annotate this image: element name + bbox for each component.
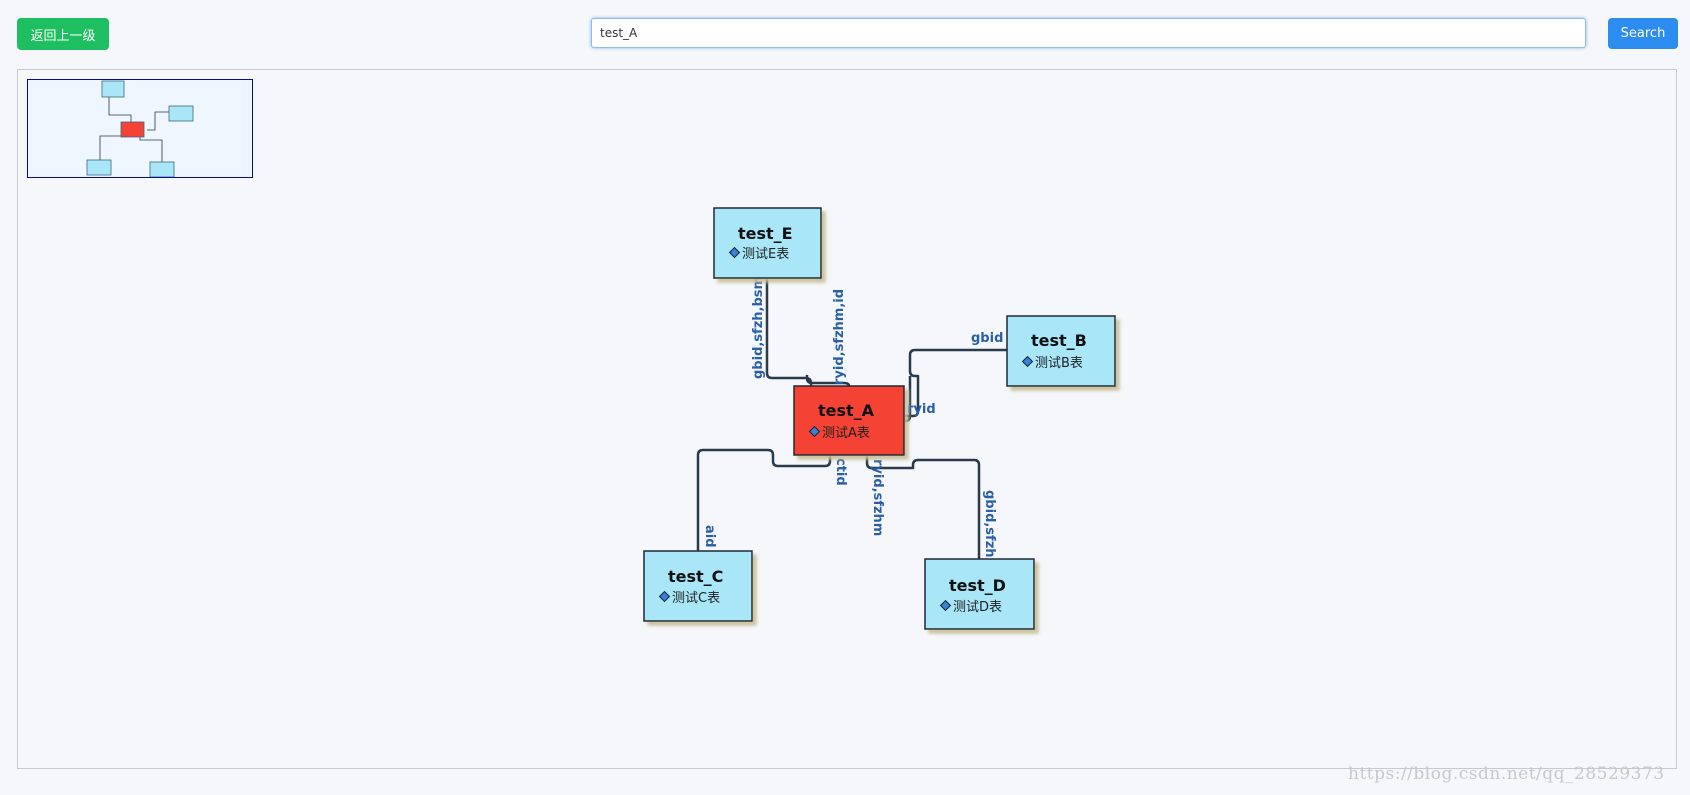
edge-label-e-a-1: gbid,sfzh,bsm	[751, 276, 766, 379]
diamond-icon	[658, 590, 671, 603]
edge-e-a-2	[805, 375, 851, 387]
search-input[interactable]	[591, 18, 1586, 48]
node-test-a[interactable]: test_A 测试A表	[793, 385, 905, 456]
diamond-icon	[808, 425, 821, 438]
diamond-icon	[939, 599, 952, 612]
edge-b-a-1	[904, 348, 1007, 418]
node-title: test_B	[1031, 331, 1087, 350]
search-button[interactable]: Search	[1608, 18, 1678, 49]
edge-label-c-a-1: aid	[702, 525, 717, 548]
diagram-canvas[interactable]: gbid,sfzh,bsm ryid,sfzhm,id gbid ryid ai…	[17, 69, 1677, 769]
node-subtitle: 测试C表	[672, 591, 720, 606]
node-subtitle: 测试A表	[822, 426, 870, 441]
node-subtitle: 测试B表	[1035, 356, 1083, 371]
edge-b-a-2	[903, 376, 912, 423]
minimap-graph	[86, 80, 194, 177]
edge-label-c-a-2: ctid	[833, 458, 848, 486]
watermark: https://blog.csdn.net/qq_28529373	[1348, 764, 1665, 784]
edge-d-a	[865, 455, 981, 559]
edge-label-d-a-1: ryid,sfzhm	[870, 459, 885, 536]
diamond-icon	[1021, 355, 1034, 368]
edge-label-b-a-1: gbid	[971, 331, 1003, 346]
node-title: test_C	[668, 567, 723, 586]
edge-e-a-1	[765, 278, 813, 386]
node-title: test_A	[818, 401, 875, 420]
node-subtitle: 测试E表	[742, 247, 789, 262]
node-subtitle: 测试D表	[953, 600, 1002, 615]
relationship-graph: gbid,sfzh,bsm ryid,sfzhm,id gbid ryid ai…	[643, 207, 1116, 630]
node-test-c[interactable]: test_C 测试C表	[643, 550, 753, 622]
back-button[interactable]: 返回上一级	[17, 18, 109, 50]
node-title: test_D	[949, 576, 1006, 595]
node-title: test_E	[738, 224, 793, 243]
edge-label-d-a-2: gbid,sfzh	[982, 490, 997, 558]
node-test-b[interactable]: test_B 测试B表	[1006, 315, 1116, 387]
edge-c-a	[696, 448, 832, 551]
overview-minimap[interactable]	[27, 79, 253, 178]
node-test-d[interactable]: test_D 测试D表	[924, 558, 1035, 630]
node-test-e[interactable]: test_E 测试E表	[713, 207, 822, 279]
diamond-icon	[728, 246, 741, 259]
edge-label-b-a-2: ryid	[907, 402, 936, 417]
edge-label-e-a-2: ryid,sfzhm,id	[832, 289, 847, 385]
